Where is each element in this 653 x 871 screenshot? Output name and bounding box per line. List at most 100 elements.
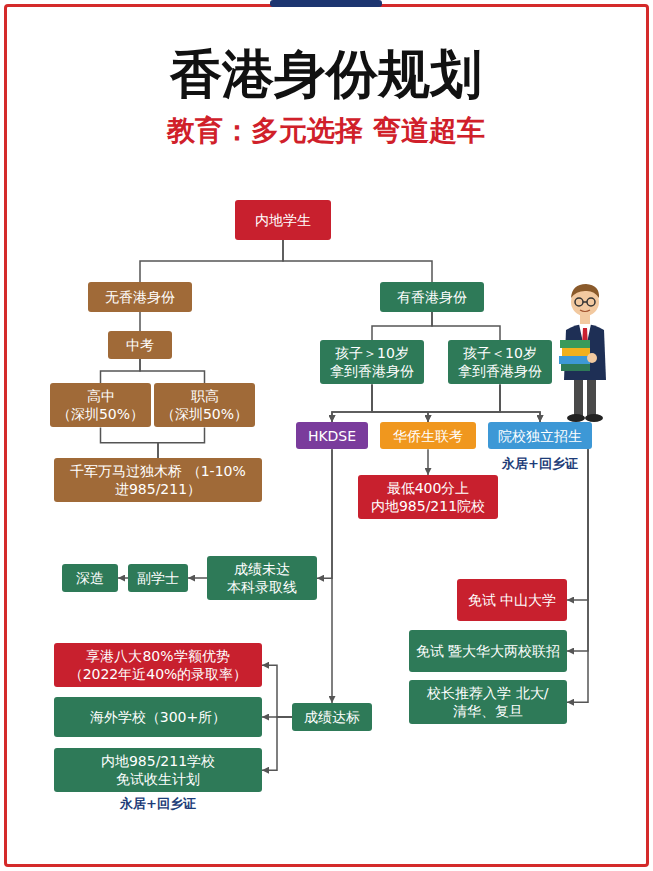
node-text: 校长推荐入学 北大/清华、复旦 (415, 684, 561, 720)
text-stack: 中考 (126, 335, 154, 354)
text-stack: 海外学校（300+所） (90, 707, 226, 726)
node-text: 院校独立招生 (498, 427, 582, 445)
subtitle: 教育：多元选择 弯道超车 (167, 112, 485, 150)
text-stack: 校长推荐入学 北大/清华、复旦 (415, 684, 561, 720)
connector (140, 240, 283, 282)
text-stack: 院校独立招生 (498, 426, 582, 445)
node-text: 内地985/211学校 免试收生计划 (60, 752, 256, 788)
process-box: 成绩未达 本科录取线 (207, 556, 317, 600)
node-text: 中考 (126, 336, 154, 354)
result-box: 海外学校（300+所） (54, 697, 262, 737)
result-box: 千军万马过独木桥 （1-10%进985/211） (54, 458, 262, 502)
route-box: 华侨生联考 (380, 422, 476, 449)
text-stack: 成绩达标 (304, 707, 360, 726)
result-box: 校长推荐入学 北大/清华、复旦 (409, 680, 567, 724)
node-text: 免试 中山大学 (468, 591, 556, 609)
node-text: 孩子＞10岁 拿到香港身份 (326, 344, 418, 380)
text-stack: 深造 (76, 568, 104, 587)
result-box: 免试 暨大华大两校联招 (409, 630, 567, 672)
connector (500, 384, 540, 422)
node-text: 深造 (76, 569, 104, 587)
node-text: 内地学生 (255, 211, 311, 229)
node-text: 有香港身份 (397, 288, 467, 306)
node-text: 高中 （深圳50%） (56, 387, 145, 423)
age-box: 孩子＜10岁 拿到香港身份 (448, 340, 552, 384)
connector (188, 577, 207, 579)
route-box: HKDSE (296, 422, 368, 449)
teacher-figure (559, 284, 606, 422)
connector (427, 449, 429, 475)
text-stack: 高中 （深圳50%） (56, 387, 145, 423)
text-stack: 有香港身份 (397, 287, 467, 306)
note-label: 永居+回乡证 (502, 455, 578, 473)
node-text: 免试 暨大华大两校联招 (416, 642, 560, 660)
branch-box: 无香港身份 (88, 282, 192, 312)
node-text: HKDSE (308, 427, 356, 445)
node-text: 成绩未达 本科录取线 (213, 560, 311, 596)
text-stack: 免试 中山大学 (468, 590, 556, 609)
connector (567, 449, 588, 702)
node-text: 享港八大80%学额优势 （2022年近40%的录取率） (60, 647, 256, 683)
text-stack: 成绩未达 本科录取线 (213, 560, 311, 596)
text-stack: 华侨生联考 (393, 426, 463, 445)
connector (101, 427, 159, 458)
result-box: 最低400分上 内地985/211院校 (358, 475, 498, 519)
node-text: 海外学校（300+所） (90, 708, 226, 726)
text-stack: 享港八大80%学额优势 （2022年近40%的录取率） (60, 647, 256, 683)
node-text: 千军万马过独木桥 （1-10%进985/211） (60, 462, 256, 498)
connector (332, 384, 372, 422)
connector (567, 449, 588, 600)
connector (428, 384, 500, 422)
connector (158, 427, 205, 458)
text-stack: 千军万马过独木桥 （1-10%进985/211） (60, 462, 256, 498)
connector (139, 312, 141, 331)
result-box: 免试 中山大学 (457, 579, 567, 621)
connector (262, 665, 292, 717)
text-stack: 孩子＜10岁 拿到香港身份 (454, 344, 546, 380)
process-box: 深造 (62, 564, 118, 592)
node-text: 职高 （深圳50%） (160, 387, 249, 423)
text-stack: 免试 暨大华大两校联招 (416, 641, 560, 660)
node-text: 无香港身份 (105, 288, 175, 306)
node-text: 孩子＜10岁 拿到香港身份 (454, 344, 546, 380)
process-box: 副学士 (128, 564, 188, 592)
connector (567, 449, 588, 651)
text-stack: 内地学生 (255, 210, 311, 229)
connector (332, 384, 500, 422)
node-text: 成绩达标 (304, 708, 360, 726)
connector (101, 359, 141, 383)
node-text: 华侨生联考 (393, 427, 463, 445)
connector (317, 449, 332, 578)
step-box: 中考 (108, 331, 172, 359)
connector (262, 717, 292, 770)
process-box: 成绩达标 (292, 703, 372, 731)
diagram-title: 香港身份规划 (170, 40, 482, 110)
start-box: 内地学生 (235, 200, 331, 240)
route-box: 院校独立招生 (488, 422, 592, 449)
connector (331, 449, 333, 703)
node-text: 最低400分上 内地985/211院校 (364, 479, 492, 515)
text-stack: 孩子＞10岁 拿到香港身份 (326, 344, 418, 380)
connector (283, 240, 432, 282)
connector (140, 359, 205, 383)
text-stack: 职高 （深圳50%） (160, 387, 249, 423)
connector (372, 384, 428, 422)
result-box: 内地985/211学校 免试收生计划 (54, 748, 262, 792)
connector (118, 577, 128, 579)
text-stack: HKDSE (308, 426, 356, 445)
school-box: 高中 （深圳50%） (50, 383, 151, 427)
branch-box: 有香港身份 (380, 282, 484, 312)
text-stack: 最低400分上 内地985/211院校 (364, 479, 492, 515)
text-stack: 无香港身份 (105, 287, 175, 306)
top-tab (270, 0, 382, 7)
connector (372, 384, 540, 422)
node-text: 副学士 (137, 569, 179, 587)
text-stack: 内地985/211学校 免试收生计划 (60, 752, 256, 788)
note-label: 永居+回乡证 (120, 795, 196, 813)
text-stack: 副学士 (137, 568, 179, 587)
result-box: 享港八大80%学额优势 （2022年近40%的录取率） (54, 643, 262, 687)
connector (432, 312, 500, 340)
school-box: 职高 （深圳50%） (154, 383, 255, 427)
age-box: 孩子＞10岁 拿到香港身份 (320, 340, 424, 384)
connector (372, 312, 432, 340)
